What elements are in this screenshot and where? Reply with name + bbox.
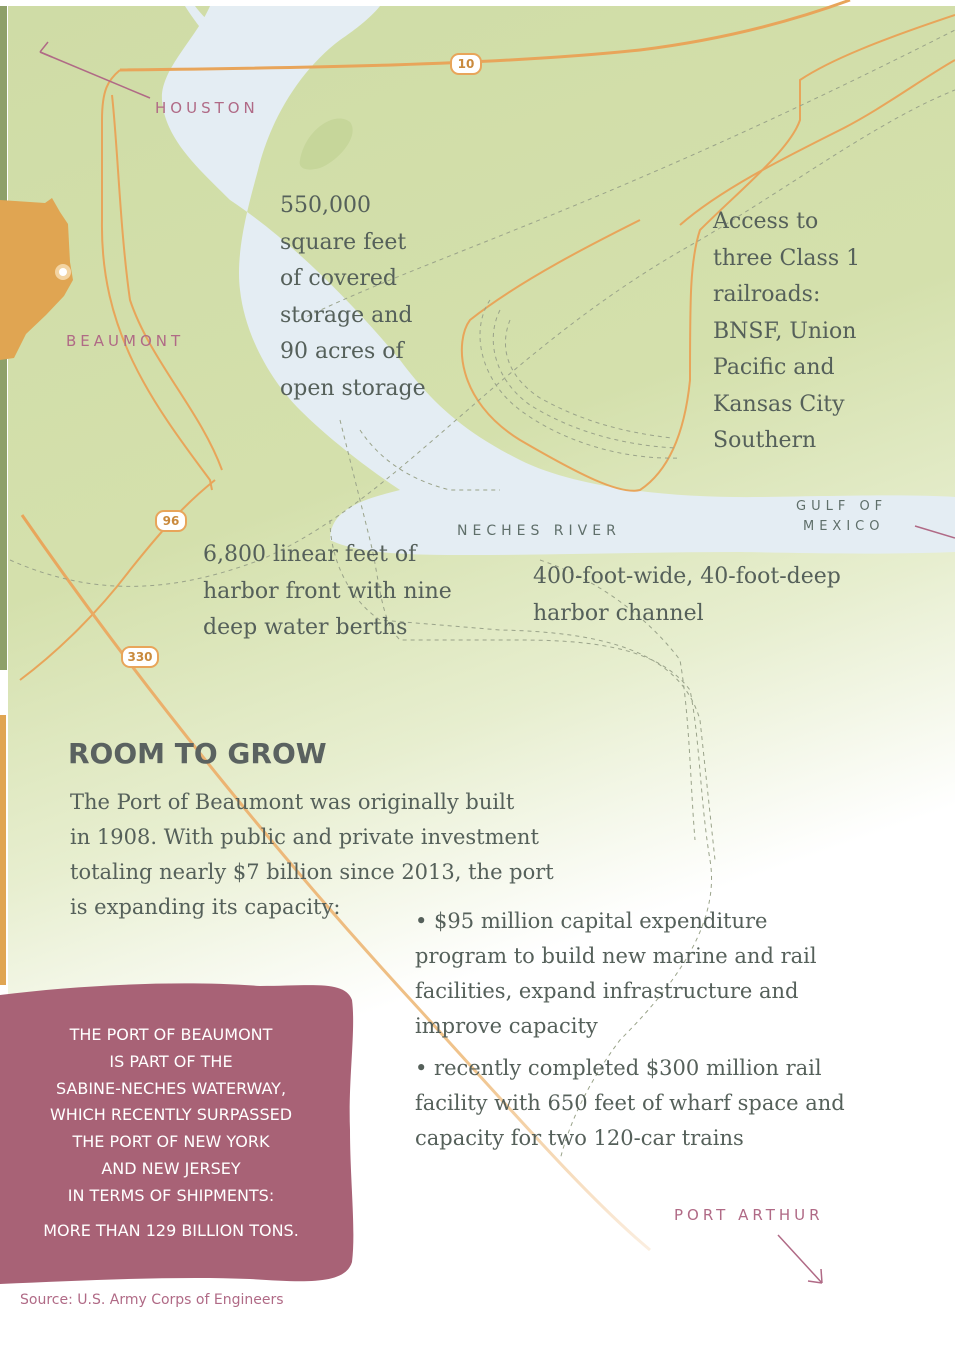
bullet-line: improve capacity <box>415 1014 598 1038</box>
gulf-label-line2: MEXICO <box>803 519 885 534</box>
bullet-line: facilities, expand infrastructure and <box>415 979 799 1003</box>
bullet-line: • recently completed $300 million rail <box>415 1056 822 1080</box>
intro-line: totaling nearly $7 billion since 2013, t… <box>70 860 554 884</box>
bullet-capex: • $95 million capital expenditure progra… <box>415 904 817 1044</box>
bullet-line: facility with 650 feet of wharf space an… <box>415 1091 845 1115</box>
storage-line: of covered <box>280 266 398 291</box>
fact-box: THE PORT OF BEAUMONT IS PART OF THE SABI… <box>6 1022 336 1244</box>
fact-line: WHICH RECENTLY SURPASSED <box>49 1105 293 1125</box>
intro-line: in 1908. With public and private investm… <box>70 825 539 849</box>
railroads-line: Access to <box>713 209 819 234</box>
bullet-line: capacity for two 120-car trains <box>415 1126 744 1150</box>
beaumont-label: BEAUMONT <box>66 332 185 350</box>
bullet-rail-facility: • recently completed $300 million rail f… <box>415 1051 845 1156</box>
houston-arrow-icon <box>39 41 151 99</box>
bullet-line: program to build new marine and rail <box>415 944 817 968</box>
section-heading: ROOM TO GROW <box>68 737 327 770</box>
railroads-line: Kansas City <box>713 391 845 417</box>
gulf-label-line1: GULF OF <box>796 499 888 514</box>
port-arthur-label: PORT ARTHUR <box>674 1206 824 1224</box>
bullet-line: • $95 million capital expenditure <box>415 909 768 933</box>
intro-line: is expanding its capacity: <box>70 895 341 919</box>
texas-shape <box>0 198 73 360</box>
neches-river-label: NECHES RIVER <box>457 523 621 539</box>
intro-line: The Port of Beaumont was originally buil… <box>70 790 515 814</box>
channel-line: harbor channel <box>533 600 704 626</box>
road-beaumont <box>111 94 223 471</box>
harbor-front-callout: 6,800 linear feet of harbor front with n… <box>203 537 452 647</box>
railyard-loop <box>460 14 955 492</box>
railroads-line: BNSF, Union <box>713 318 857 344</box>
rail-east <box>679 59 955 226</box>
fact-line: IN TERMS OF SHIPMENTS: <box>67 1185 275 1205</box>
railroads-line: three Class 1 <box>713 245 861 271</box>
rail-lines <box>9 29 955 1161</box>
channel-line: 400-foot-wide, 40-foot-deep <box>533 564 841 589</box>
interstate-10-shield: 10 <box>450 53 482 75</box>
fact-line: AND NEW JERSEY <box>101 1158 241 1178</box>
houston-label: HOUSTON <box>155 99 259 117</box>
source-note: Source: U.S. Army Corps of Engineers <box>20 1292 284 1308</box>
storage-line: 90 acres of <box>280 339 404 364</box>
road-west-loop <box>100 69 213 491</box>
storage-line: 550,000 <box>280 193 371 218</box>
intro-paragraph: The Port of Beaumont was originally buil… <box>70 785 554 925</box>
neches-river <box>161 6 955 555</box>
fact-line: SABINE-NECHES WATERWAY, <box>55 1078 287 1098</box>
storage-line: storage and <box>280 302 413 328</box>
fact-highlight: MORE THAN 129 BILLION TONS. <box>43 1220 299 1240</box>
storage-callout: 550,000 square feet of covered storage a… <box>280 188 426 407</box>
harbor-front-line: 6,800 linear feet of <box>203 542 417 567</box>
harbor-front-line: harbor front with nine <box>203 578 452 604</box>
side-bar-orange <box>0 715 6 985</box>
fact-line: IS PART OF THE <box>109 1051 233 1071</box>
fact-line: THE PORT OF NEW YORK <box>72 1132 270 1152</box>
railroads-line: railroads: <box>713 282 821 307</box>
storage-line: open storage <box>280 375 426 401</box>
channel-callout: 400-foot-wide, 40-foot-deep harbor chann… <box>533 559 841 632</box>
us-96-road <box>19 479 216 681</box>
railroads-line: Pacific and <box>713 355 835 380</box>
storage-line: square feet <box>280 229 407 255</box>
fact-line: THE PORT OF BEAUMONT <box>69 1025 273 1044</box>
harbor-front-line: deep water berths <box>203 615 408 640</box>
fact-box-shape <box>0 983 354 1284</box>
sh-330-shield: 330 <box>121 646 159 668</box>
gulf-arrow-icon <box>914 525 955 539</box>
interstate-10-road <box>119 0 851 72</box>
railroads-callout: Access to three Class 1 railroads: BNSF,… <box>713 204 860 460</box>
beaumont-marker-dot <box>59 268 67 276</box>
river-island <box>299 118 353 170</box>
port-arthur-arrow-icon <box>777 1234 823 1284</box>
us-96-shield: 96 <box>155 510 187 532</box>
railroads-line: Southern <box>713 428 817 453</box>
river-inlet <box>185 6 238 70</box>
